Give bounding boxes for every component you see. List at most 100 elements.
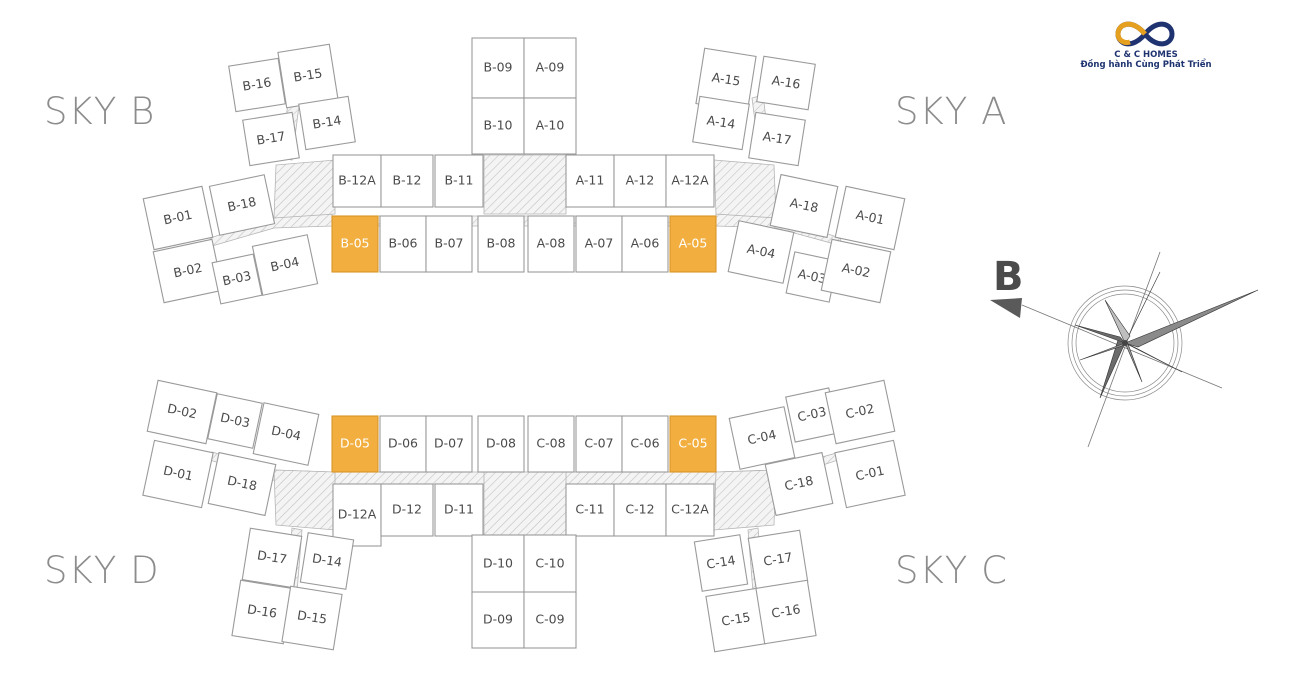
unit-shape — [820, 238, 892, 304]
unit-a-10[interactable]: A-10 — [523, 97, 577, 155]
unit-b-14[interactable]: B-14 — [298, 95, 356, 151]
unit-c-03[interactable]: C-03 — [785, 387, 839, 443]
unit-c-14[interactable]: C-14 — [693, 534, 749, 592]
unit-label: A-16 — [771, 72, 802, 91]
unit-d-11[interactable]: D-11 — [434, 483, 484, 537]
unit-label: C-17 — [762, 549, 793, 568]
unit-a-14[interactable]: A-14 — [692, 95, 750, 151]
unit-d-09[interactable]: D-09 — [471, 591, 525, 649]
unit-d-01[interactable]: D-01 — [142, 439, 214, 509]
unit-b-05[interactable]: B-05 — [331, 215, 379, 273]
unit-d-08[interactable]: D-08 — [477, 415, 525, 473]
unit-shape — [693, 534, 749, 592]
unit-shape — [527, 215, 575, 273]
unit-c-07[interactable]: C-07 — [575, 415, 623, 473]
unit-c-18[interactable]: C-18 — [764, 451, 834, 517]
unit-a-06[interactable]: A-06 — [621, 215, 669, 273]
unit-d-05[interactable]: D-05 — [331, 415, 379, 473]
unit-label: D-02 — [166, 401, 199, 422]
unit-c-12a[interactable]: C-12A — [665, 483, 715, 537]
unit-b-09[interactable]: B-09 — [471, 37, 525, 99]
unit-label: C-11 — [575, 502, 604, 517]
unit-label: A-08 — [537, 236, 566, 251]
unit-shape — [298, 95, 356, 151]
unit-d-18[interactable]: D-18 — [207, 451, 277, 517]
unit-b-04[interactable]: B-04 — [251, 234, 319, 296]
unit-a-17[interactable]: A-17 — [748, 111, 806, 167]
unit-shape — [471, 97, 525, 155]
unit-d-04[interactable]: D-04 — [252, 402, 320, 466]
unit-shape — [208, 174, 276, 236]
unit-label: D-01 — [162, 463, 195, 484]
unit-b-12[interactable]: B-12 — [380, 154, 434, 208]
unit-b-11[interactable]: B-11 — [434, 154, 484, 208]
unit-c-16[interactable]: C-16 — [755, 579, 817, 645]
unit-a-01[interactable]: A-01 — [834, 185, 906, 251]
corridor-bottom-left — [273, 469, 336, 531]
unit-a-08[interactable]: A-08 — [527, 215, 575, 273]
unit-b-18[interactable]: B-18 — [208, 174, 276, 236]
unit-b-06[interactable]: B-06 — [379, 215, 427, 273]
unit-c-01[interactable]: C-01 — [834, 439, 906, 509]
compass-rose-icon — [990, 251, 1259, 448]
unit-a-09[interactable]: A-09 — [523, 37, 577, 99]
unit-shape — [769, 173, 839, 239]
unit-a-12[interactable]: A-12 — [613, 154, 667, 208]
unit-c-11[interactable]: C-11 — [565, 483, 615, 537]
unit-c-05[interactable]: C-05 — [669, 415, 717, 473]
unit-a-05[interactable]: A-05 — [669, 215, 717, 273]
unit-label: A-18 — [789, 195, 820, 216]
unit-d-12[interactable]: D-12 — [380, 483, 434, 537]
unit-d-12a[interactable]: D-12A — [332, 483, 382, 547]
unit-label: A-11 — [576, 173, 605, 188]
unit-d-14[interactable]: D-14 — [299, 532, 355, 590]
corridor-top-mid — [483, 154, 567, 215]
unit-b-15[interactable]: B-15 — [277, 43, 339, 109]
unit-d-07[interactable]: D-07 — [425, 415, 473, 473]
unit-c-12[interactable]: C-12 — [613, 483, 667, 537]
unit-b-10[interactable]: B-10 — [471, 97, 525, 155]
unit-a-18[interactable]: A-18 — [769, 173, 839, 239]
unit-shape — [756, 55, 816, 111]
unit-a-07[interactable]: A-07 — [575, 215, 623, 273]
unit-b-08[interactable]: B-08 — [477, 215, 525, 273]
unit-label: A-14 — [706, 112, 737, 131]
unit-c-08[interactable]: C-08 — [527, 415, 575, 473]
unit-shape — [621, 415, 669, 473]
unit-d-06[interactable]: D-06 — [379, 415, 427, 473]
unit-b-07[interactable]: B-07 — [425, 215, 473, 273]
unit-d-17[interactable]: D-17 — [241, 527, 303, 589]
unit-label: B-10 — [484, 118, 513, 133]
unit-a-16[interactable]: A-16 — [756, 55, 816, 111]
unit-d-02[interactable]: D-02 — [146, 379, 218, 445]
unit-label: B-08 — [487, 236, 516, 251]
unit-d-03[interactable]: D-03 — [207, 393, 263, 449]
unit-d-10[interactable]: D-10 — [471, 534, 525, 594]
unit-d-16[interactable]: D-16 — [231, 579, 293, 645]
unit-c-10[interactable]: C-10 — [523, 534, 577, 594]
unit-c-15[interactable]: C-15 — [705, 587, 767, 653]
unit-b-17[interactable]: B-17 — [242, 111, 300, 167]
unit-shape — [728, 406, 796, 470]
unit-label: D-12A — [338, 507, 377, 522]
unit-a-12a[interactable]: A-12A — [665, 154, 715, 208]
unit-label: D-05 — [340, 436, 370, 451]
tower-label-sky-a: SKY A — [895, 90, 1007, 133]
unit-a-11[interactable]: A-11 — [565, 154, 615, 208]
unit-b-02[interactable]: B-02 — [152, 238, 224, 304]
unit-c-04[interactable]: C-04 — [728, 406, 796, 470]
unit-b-16[interactable]: B-16 — [228, 57, 286, 113]
unit-c-17[interactable]: C-17 — [747, 529, 809, 591]
unit-b-12a[interactable]: B-12A — [332, 154, 382, 208]
unit-label: D-10 — [483, 556, 513, 571]
unit-c-06[interactable]: C-06 — [621, 415, 669, 473]
unit-a-04[interactable]: A-04 — [727, 220, 795, 284]
unit-shape — [471, 591, 525, 649]
compass-letter: B — [993, 254, 1024, 300]
unit-c-02[interactable]: C-02 — [824, 379, 896, 445]
unit-b-03[interactable]: B-03 — [211, 253, 263, 305]
unit-c-09[interactable]: C-09 — [523, 591, 577, 649]
unit-a-02[interactable]: A-02 — [820, 238, 892, 304]
unit-d-15[interactable]: D-15 — [281, 585, 343, 651]
unit-b-01[interactable]: B-01 — [142, 185, 214, 251]
